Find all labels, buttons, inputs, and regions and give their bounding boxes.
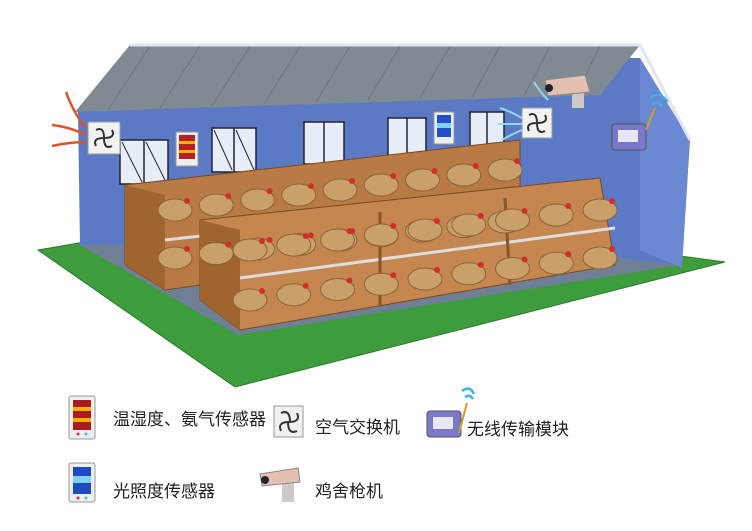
chicken <box>538 251 574 275</box>
chicken-comb <box>349 178 355 184</box>
chicken-comb <box>390 223 397 229</box>
chicken <box>495 257 530 280</box>
chicken-comb <box>266 188 273 194</box>
chicken-comb <box>266 237 273 243</box>
chicken <box>451 262 487 286</box>
chicken <box>232 288 268 312</box>
chicken-comb <box>225 241 232 248</box>
chicken <box>322 178 358 202</box>
air-exchanger-fan <box>87 121 121 155</box>
chicken-comb <box>259 238 265 244</box>
chicken <box>198 242 234 265</box>
chicken <box>538 203 574 227</box>
chicken-comb <box>390 272 397 279</box>
chicken-comb <box>472 163 479 169</box>
chicken <box>582 198 618 222</box>
chicken-comb <box>184 198 190 204</box>
chicken-comb <box>225 193 232 199</box>
chicken <box>232 238 268 262</box>
chicken <box>157 198 193 222</box>
chicken-comb <box>521 208 528 214</box>
chicken-comb <box>431 168 438 174</box>
chicken-comb <box>259 288 265 294</box>
chicken <box>198 193 234 217</box>
chicken <box>320 228 355 252</box>
light-sensor-icon <box>68 462 96 503</box>
air-exchanger-fan-icon <box>273 405 304 438</box>
light-sensor <box>433 111 455 145</box>
chicken-comb <box>307 232 314 239</box>
chicken-comb <box>521 256 528 263</box>
chicken <box>495 208 530 232</box>
chicken <box>363 272 399 296</box>
airflow-arrows <box>51 91 87 148</box>
chicken <box>407 218 443 242</box>
window <box>119 111 505 185</box>
chicken-comb <box>184 246 190 252</box>
camera-icon <box>259 467 301 502</box>
camera <box>544 74 591 108</box>
chicken <box>363 173 399 197</box>
wireless-module <box>611 93 669 151</box>
air-exchanger-fan <box>521 107 553 139</box>
legend-label-air-exchanger: 空气交换机 <box>315 418 400 438</box>
chicken <box>405 168 440 192</box>
legend-label-light-sensor: 光照度传感器 <box>113 482 215 502</box>
chicken-comb <box>434 218 440 224</box>
chicken <box>446 163 482 187</box>
chicken <box>451 213 487 237</box>
chicken-comb <box>477 261 484 268</box>
chicken-comb <box>302 233 309 239</box>
chicken <box>281 183 317 207</box>
chicken-comb <box>302 282 309 289</box>
chicken <box>487 158 523 182</box>
chicken-comb <box>346 277 353 284</box>
chicken-comb <box>390 173 397 179</box>
chicken-comb <box>514 158 520 164</box>
wireless-module-icon <box>426 387 475 438</box>
legend-label-temp-humidity: 温湿度、氨气传感器 <box>113 410 266 430</box>
chicken <box>240 188 275 212</box>
chicken-comb <box>565 203 572 209</box>
chicken <box>276 233 312 257</box>
roof <box>75 45 640 112</box>
chicken <box>363 223 399 247</box>
chicken-comb <box>307 183 314 189</box>
chicken-comb <box>434 267 440 273</box>
chicken-comb <box>609 198 615 204</box>
chicken-comb <box>609 246 615 252</box>
chickens <box>157 158 618 312</box>
temp-humidity-sensor-icon <box>68 395 96 440</box>
legend-label-camera: 鸡舍枪机 <box>315 482 383 502</box>
chicken <box>320 278 355 301</box>
chicken <box>157 246 193 270</box>
chicken-comb <box>565 251 572 258</box>
chicken <box>276 283 312 307</box>
chicken-comb <box>477 213 484 219</box>
side-wall <box>640 58 690 268</box>
chicken-comb <box>346 228 353 234</box>
temp-humidity-sensor <box>175 131 199 167</box>
legend-label-wireless-module: 无线传输模块 <box>467 420 569 440</box>
chicken <box>407 267 443 291</box>
chicken <box>582 246 618 270</box>
